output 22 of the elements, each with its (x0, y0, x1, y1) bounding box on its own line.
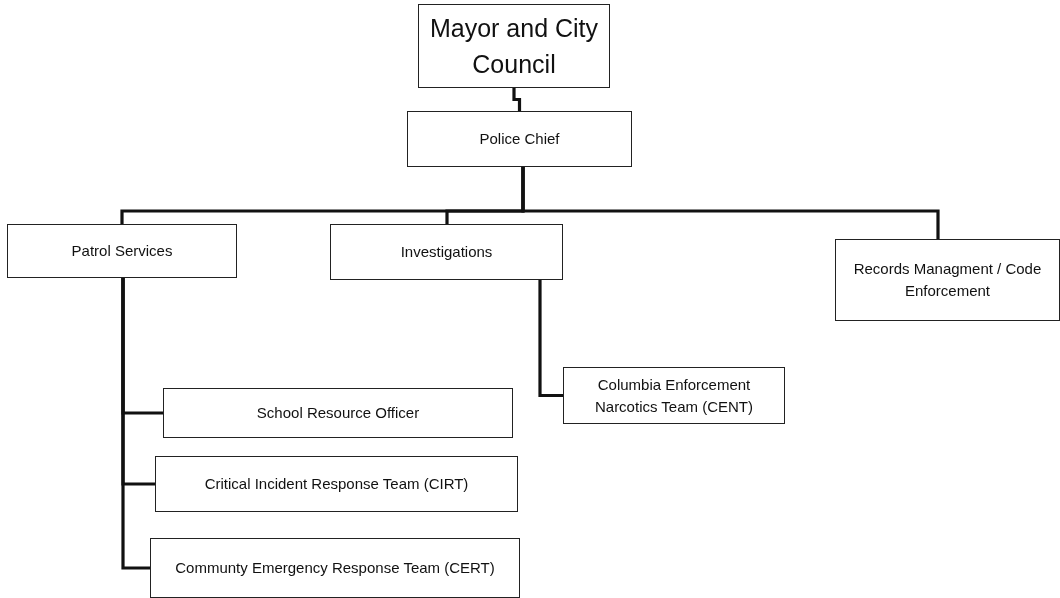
connector-line (512, 88, 522, 111)
org-box (563, 367, 785, 424)
box-label: School Resource Officer (255, 403, 421, 424)
box-label: Communty Emergency Response Team (CERT) (174, 558, 496, 579)
org-box (155, 456, 518, 512)
org-box (7, 224, 237, 278)
org-box (835, 239, 1060, 321)
org-box (407, 111, 632, 167)
box-label: Patrol Services (70, 241, 174, 262)
box-label: Police Chief (478, 129, 561, 150)
box-label: Mayor and City Council (428, 12, 600, 80)
connector-line (538, 280, 563, 398)
connector-line (521, 167, 940, 239)
box-label: Columbia Enforcement Narcotics Team (CENT) (593, 374, 755, 417)
org-box (330, 224, 563, 280)
org-box (418, 4, 610, 88)
org-box (150, 538, 520, 598)
connector-line (121, 278, 150, 570)
box-label: Investigations (399, 242, 494, 263)
org-box (163, 388, 513, 438)
box-label: Critical Incident Response Team (CIRT) (203, 474, 470, 495)
box-label: Records Managment / Code Enforcement (852, 259, 1043, 301)
